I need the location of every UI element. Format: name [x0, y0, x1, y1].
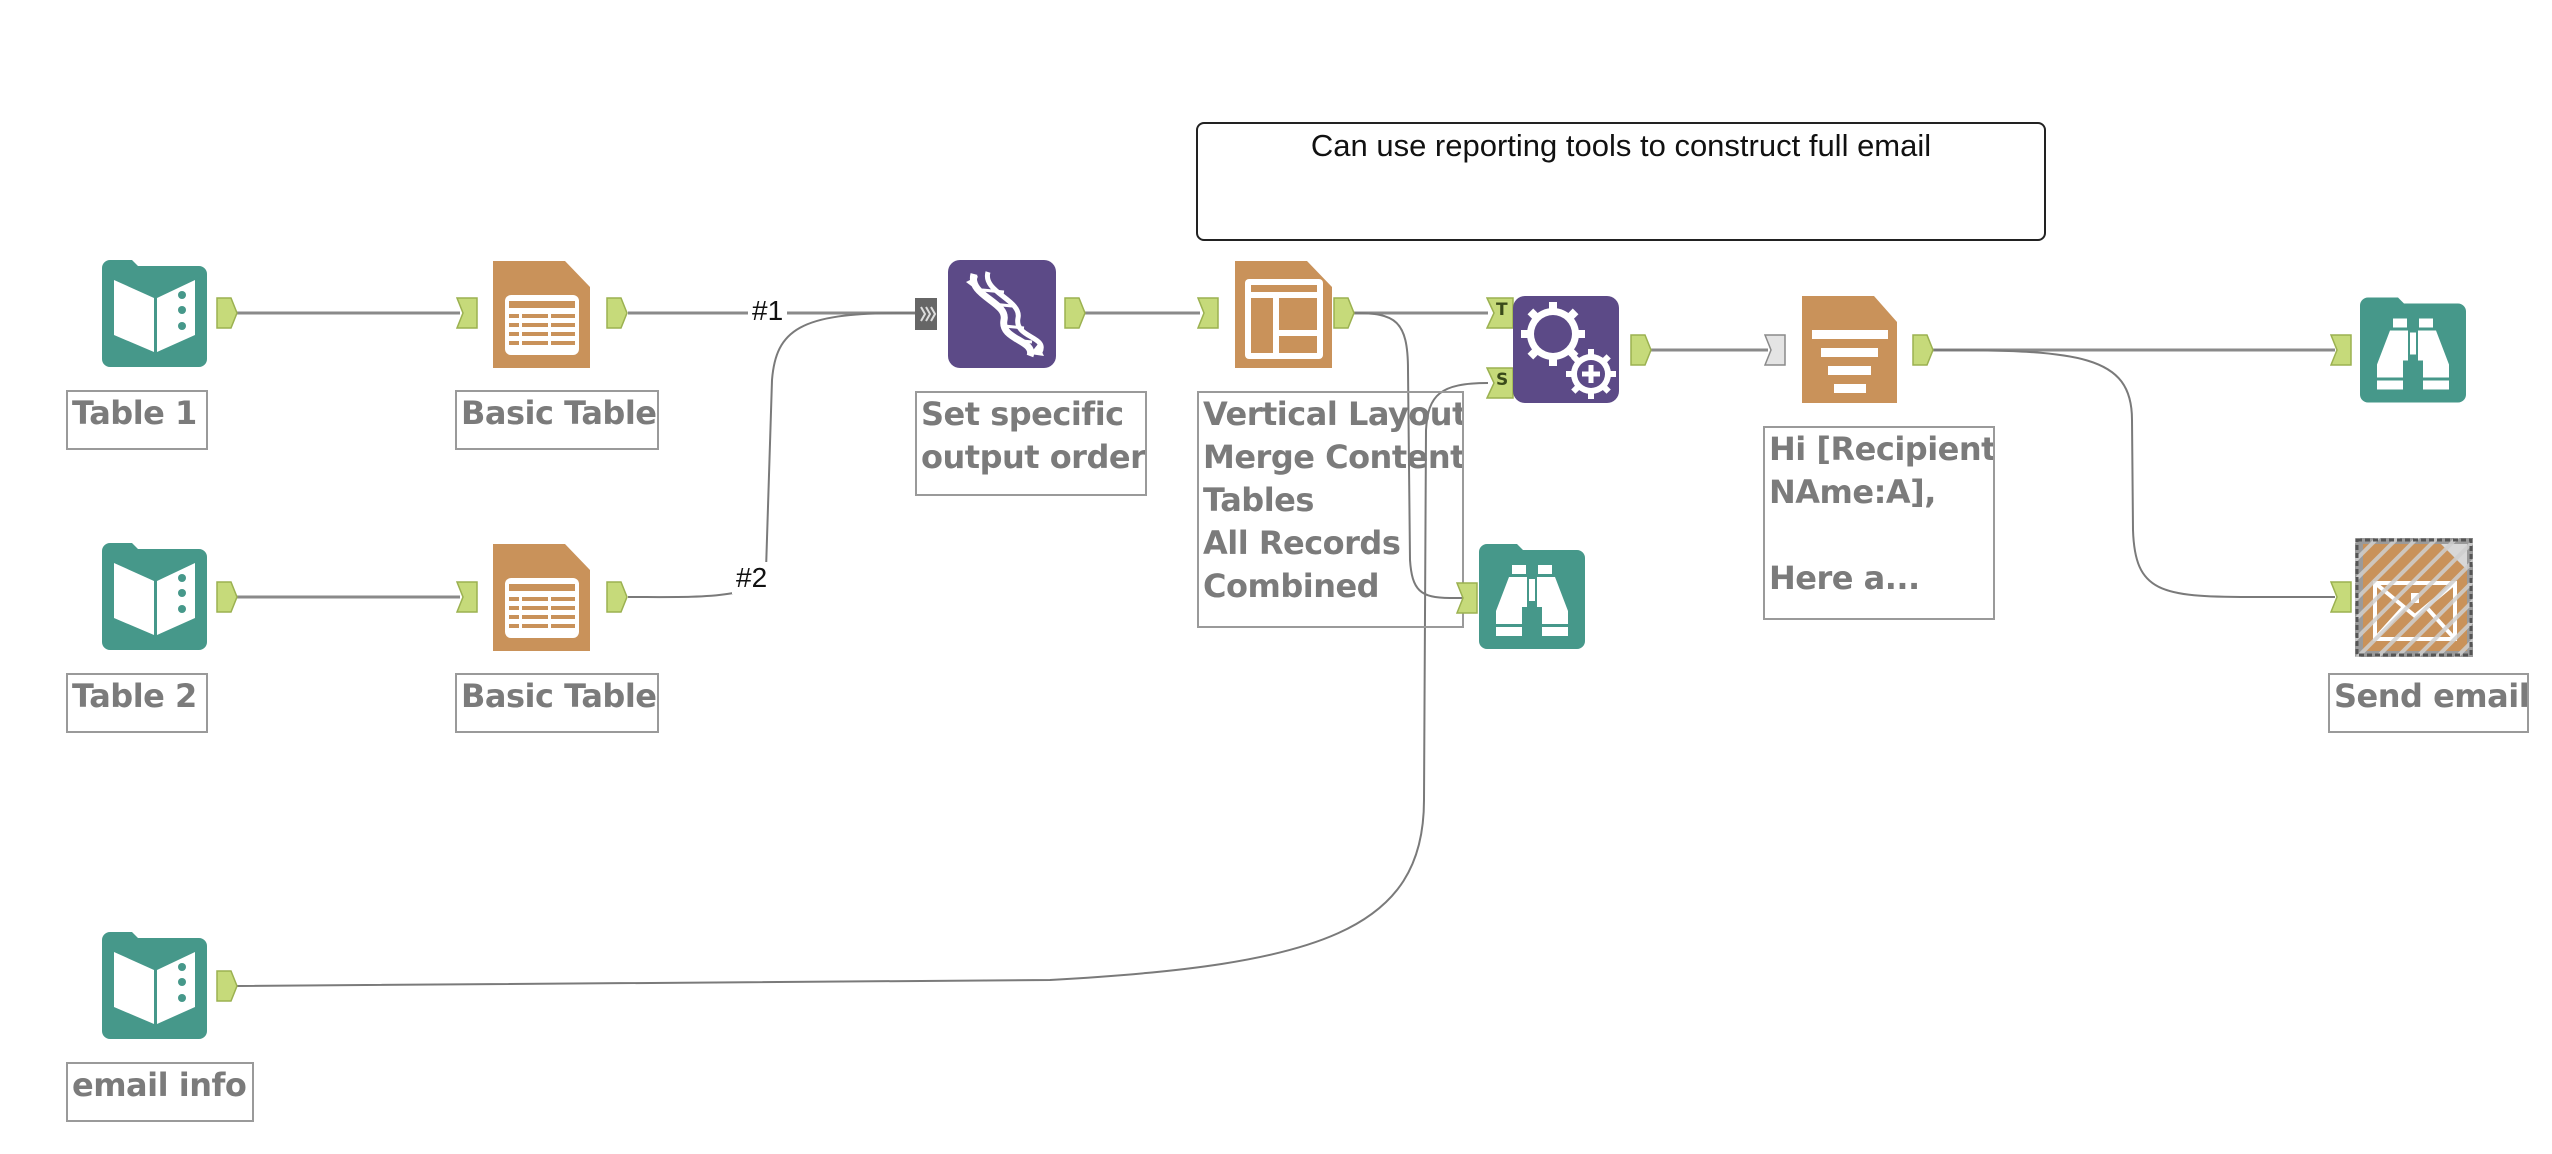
binoculars-icon	[1479, 544, 1585, 649]
input-tool-table2[interactable]	[102, 543, 207, 650]
table-icon	[493, 261, 590, 368]
output-anchor[interactable]	[1912, 334, 1934, 366]
output-anchor[interactable]	[216, 970, 238, 1002]
anchor-label-S: S	[1496, 370, 1509, 390]
multi-input-anchor[interactable]	[915, 298, 937, 330]
tool-label-basictable1: Basic Table	[455, 390, 659, 450]
basic-table-tool-2[interactable]	[493, 544, 590, 651]
tool-label-table1: Table 1	[66, 390, 208, 450]
input-anchor[interactable]	[2330, 334, 2352, 366]
comment-box[interactable]: Can use reporting tools to construct ful…	[1196, 122, 2046, 241]
input-tool-table1[interactable]	[102, 260, 207, 367]
output-anchor[interactable]	[1333, 297, 1355, 329]
tool-label-layout: Vertical Layout Merge Content Tables All…	[1197, 391, 1464, 628]
email-tool-disabled[interactable]	[2355, 538, 2473, 657]
comment-text: Can use reporting tools to construct ful…	[1310, 128, 1932, 163]
input-anchor[interactable]	[1456, 582, 1478, 614]
report-text-icon	[1802, 296, 1897, 403]
tool-label-emailinfo: email info	[66, 1062, 254, 1122]
batch-macro-tool[interactable]	[1513, 296, 1619, 403]
input-anchor-S[interactable]: S	[1486, 367, 1514, 399]
output-anchor[interactable]	[1064, 297, 1086, 329]
gears-icon	[1513, 296, 1619, 403]
tool-label-table2: Table 2	[66, 673, 208, 733]
connection-basictable2-union[interactable]	[627, 312, 918, 599]
output-anchor[interactable]	[606, 297, 628, 329]
tool-label-union: Set specific output order	[915, 391, 1147, 496]
dna-icon	[948, 260, 1056, 368]
book-icon	[102, 260, 207, 367]
output-anchor[interactable]	[216, 581, 238, 613]
anchor-label-T: T	[1496, 300, 1508, 320]
browse-tool-1[interactable]	[1479, 544, 1585, 649]
book-icon	[102, 543, 207, 650]
output-anchor[interactable]	[1630, 334, 1652, 366]
tool-label-reporttext: Hi [Recipient NAme:A], Here a...	[1763, 426, 1995, 620]
table-icon	[493, 544, 590, 651]
input-anchor-T[interactable]: T	[1486, 297, 1514, 329]
tool-label-basictable2: Basic Table	[455, 673, 659, 733]
basic-table-tool-1[interactable]	[493, 261, 590, 368]
input-anchor-unconnected[interactable]	[1764, 334, 1786, 366]
book-icon	[102, 932, 207, 1039]
input-tool-emailinfo[interactable]	[102, 932, 207, 1039]
input-anchor[interactable]	[2330, 581, 2352, 613]
input-anchor[interactable]	[456, 297, 478, 329]
layout-tool[interactable]	[1235, 261, 1332, 368]
input-anchor[interactable]	[456, 581, 478, 613]
binoculars-icon	[2360, 297, 2466, 403]
output-anchor[interactable]	[216, 297, 238, 329]
wire-label-2: #2	[732, 562, 772, 594]
output-anchor[interactable]	[606, 581, 628, 613]
layout-icon	[1235, 261, 1332, 368]
report-text-tool[interactable]	[1802, 296, 1897, 403]
wire-label-1: #1	[748, 295, 788, 327]
tool-label-sendemail: Send email	[2328, 673, 2529, 733]
browse-tool-2[interactable]	[2360, 297, 2466, 403]
input-anchor[interactable]	[1197, 297, 1219, 329]
envelope-icon	[2355, 538, 2473, 657]
union-tool[interactable]	[948, 260, 1056, 368]
